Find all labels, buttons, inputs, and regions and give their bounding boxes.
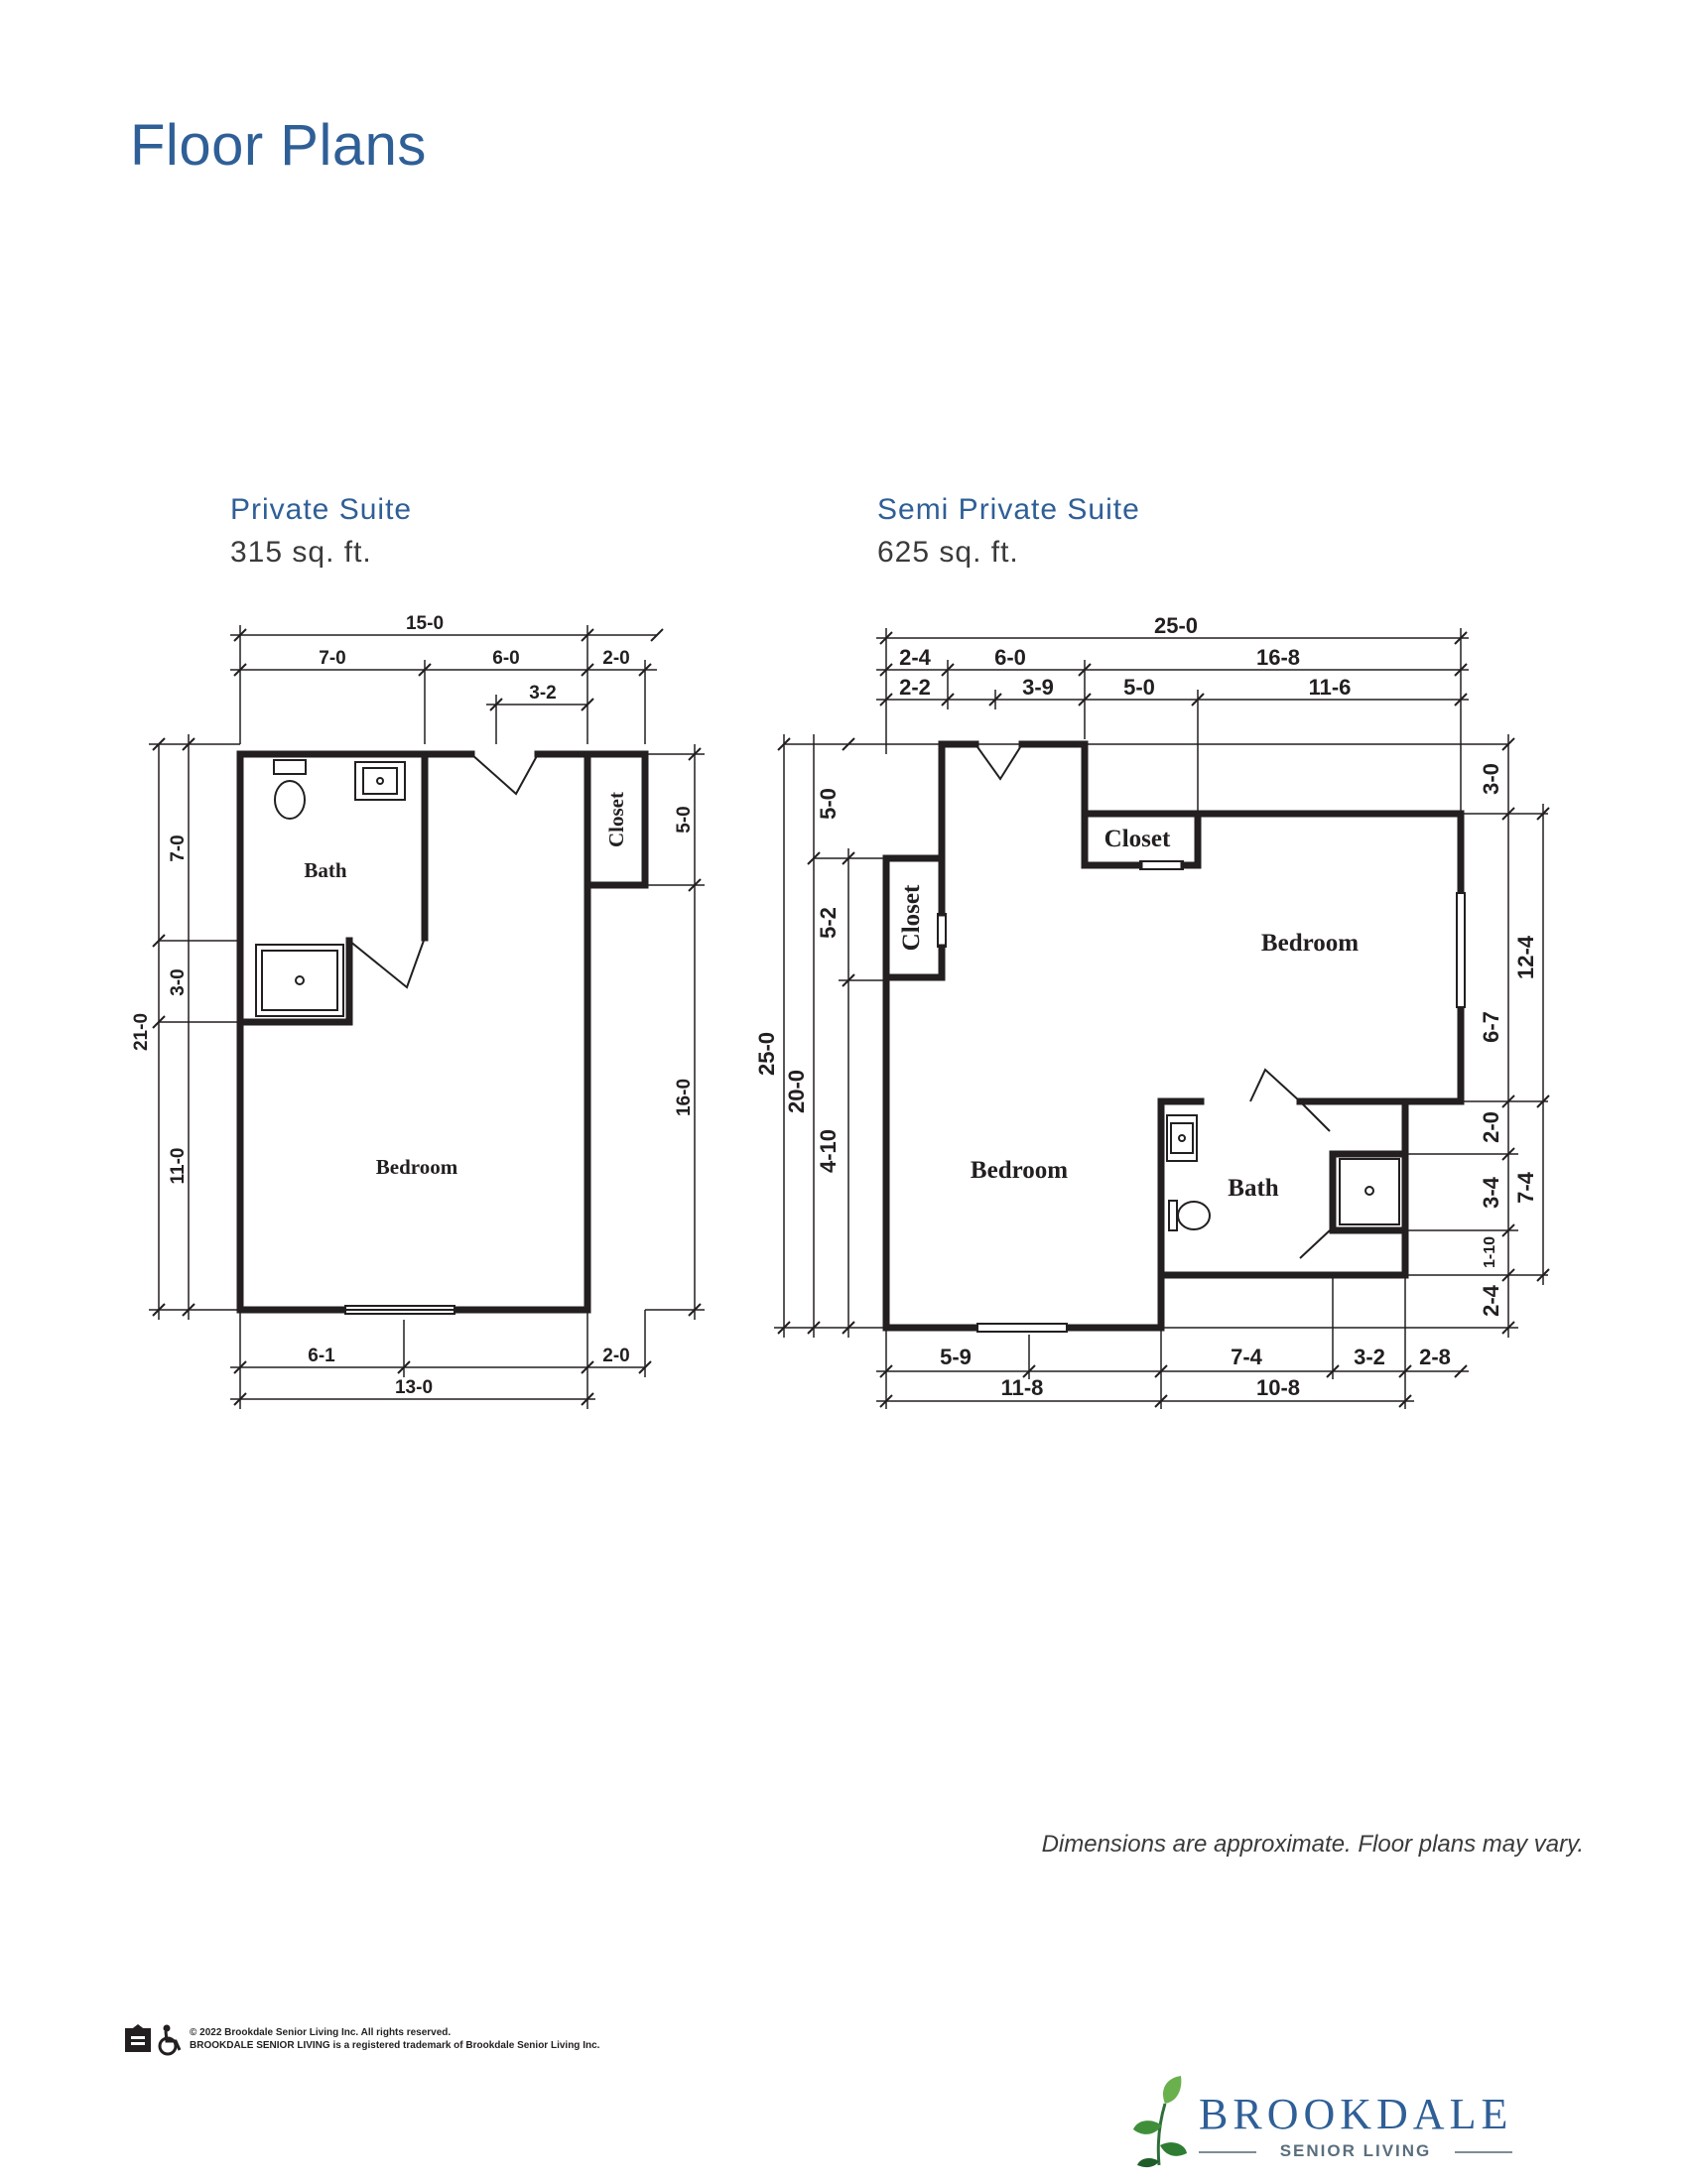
private-dim-left-b: 3-0 [168, 968, 189, 995]
private-closet-label: Closet [604, 792, 628, 847]
private-dim-right-a: 5-0 [674, 806, 695, 833]
semi-dim-bottom-d: 2-8 [1419, 1345, 1451, 1369]
semi-dim-bottom-b: 7-4 [1231, 1345, 1263, 1369]
page-title: Floor Plans [130, 113, 427, 178]
semi-dim-top-e: 3-9 [1022, 675, 1054, 700]
brookdale-wordmark: BROOKDALE [1199, 2090, 1513, 2138]
semi-bedroom-left-label: Bedroom [971, 1157, 1068, 1184]
semi-bedroom-right-label: Bedroom [1261, 930, 1359, 957]
private-dim-left-total: 21-0 [131, 1013, 152, 1051]
semi-dim-top-total: 25-0 [1154, 613, 1198, 638]
brookdale-leaf-logo [1133, 2076, 1187, 2168]
semi-dim-top-b: 6-0 [994, 645, 1026, 670]
semi-dim-top-f: 5-0 [1123, 675, 1155, 700]
semi-dim-left-c: 4-10 [816, 1129, 841, 1173]
semi-dim-right-d: 2-0 [1479, 1111, 1503, 1143]
semi-closet-left-label: Closet [898, 884, 925, 951]
private-dim-top-b: 6-0 [492, 648, 519, 669]
private-dim-bottom-total: 13-0 [395, 1377, 433, 1398]
private-bath-label: Bath [304, 858, 347, 882]
semi-dim-left-a: 5-0 [816, 788, 841, 820]
private-dim-left-c: 11-0 [168, 1148, 189, 1185]
private-suite-area: 315 sq. ft. [230, 536, 372, 569]
semi-private-suite-name: Semi Private Suite [877, 493, 1140, 526]
private-dim-top-a: 7-0 [319, 648, 345, 669]
semi-dim-left-total1: 25-0 [754, 1032, 779, 1076]
disclaimer-note: Dimensions are approximate. Floor plans … [1041, 1831, 1584, 1858]
private-bedroom-label: Bedroom [376, 1155, 458, 1179]
semi-dim-bottom-c: 3-2 [1354, 1345, 1385, 1369]
private-suite-name: Private Suite [230, 493, 413, 526]
private-dim-door: 3-2 [529, 683, 556, 704]
semi-dim-top-a: 2-4 [899, 645, 932, 670]
semi-dim-right-h: 2-4 [1479, 1284, 1503, 1317]
brookdale-subtitle: SENIOR LIVING [1199, 2141, 1512, 2161]
semi-private-suite-area: 625 sq. ft. [877, 536, 1019, 569]
accessibility-housing-icon [125, 2024, 182, 2056]
legal-notice: © 2022 Brookdale Senior Living Inc. All … [190, 2026, 599, 2052]
semi-dim-right-g: 1-10 [1482, 1236, 1498, 1268]
private-dim-top-total: 15-0 [406, 613, 444, 634]
trademark-text: BROOKDALE SENIOR LIVING is a registered … [190, 2040, 600, 2051]
private-dim-bottom-b: 2-0 [602, 1346, 629, 1366]
private-dim-left-a: 7-0 [168, 835, 189, 861]
semi-dim-right-b: 12-4 [1513, 935, 1538, 979]
private-dim-right-b: 16-0 [674, 1079, 695, 1116]
semi-dim-right-c: 6-7 [1479, 1011, 1503, 1043]
private-dim-top-c: 2-0 [602, 648, 629, 669]
semi-dim-top-c: 16-8 [1256, 645, 1300, 670]
private-dim-bottom-a: 6-1 [308, 1346, 335, 1366]
semi-dim-right-f: 7-4 [1513, 1171, 1538, 1204]
semi-dim-bottom-f: 10-8 [1256, 1375, 1300, 1400]
semi-dim-bottom-a: 5-9 [940, 1345, 972, 1369]
copyright-text: © 2022 Brookdale Senior Living Inc. All … [190, 2027, 452, 2038]
semi-closet-top-label: Closet [1104, 826, 1171, 852]
semi-dim-bottom-e: 11-8 [1001, 1375, 1044, 1400]
semi-dim-right-a: 3-0 [1479, 763, 1503, 795]
semi-dim-right-e: 3-4 [1479, 1176, 1503, 1209]
semi-dim-top-d: 2-2 [899, 675, 931, 700]
semi-dim-top-g: 11-6 [1309, 675, 1352, 700]
semi-dim-left-total2: 20-0 [784, 1070, 809, 1113]
semi-dim-left-b: 5-2 [816, 907, 841, 939]
semi-bath-label: Bath [1228, 1175, 1279, 1202]
